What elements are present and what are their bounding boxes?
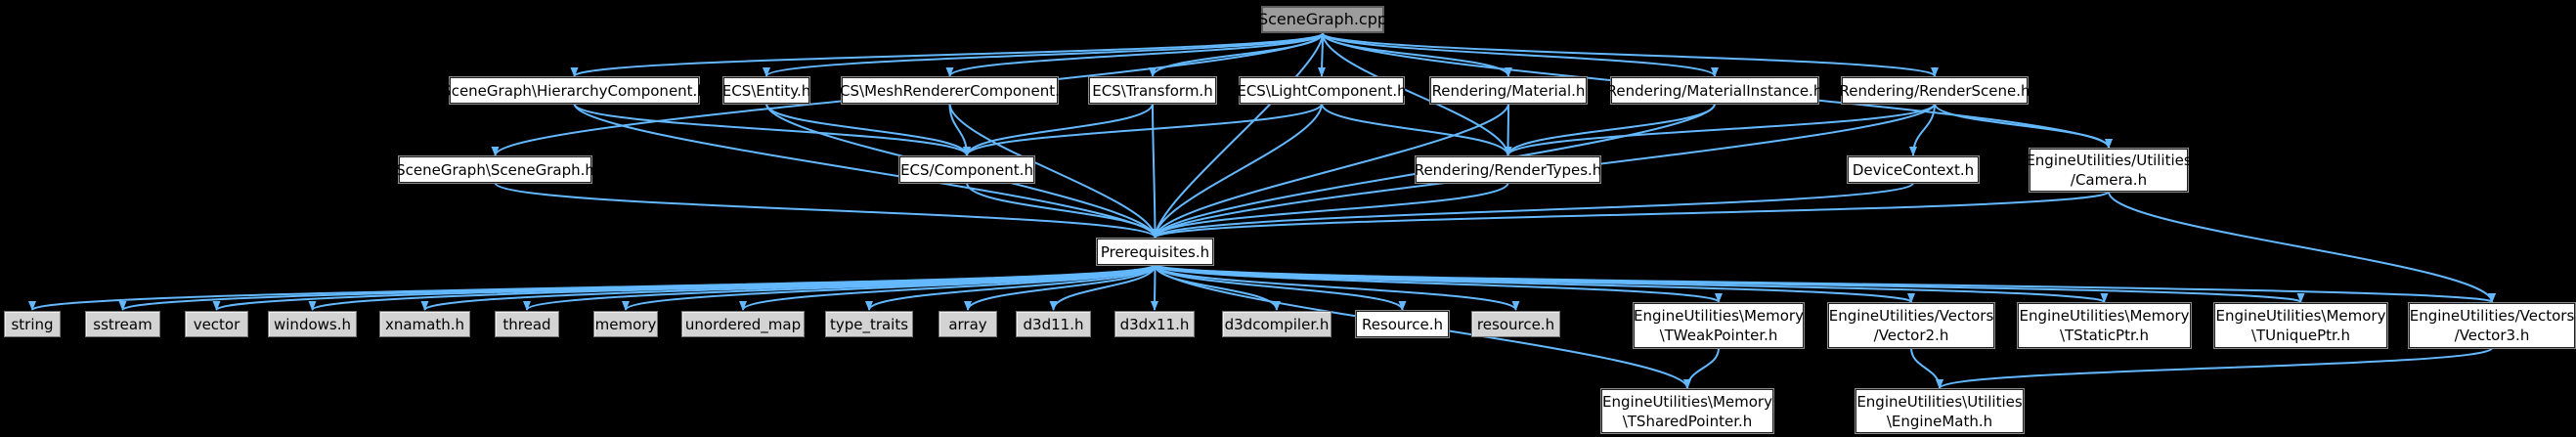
node-devicecontext[interactable]: DeviceContext.h — [1848, 156, 1979, 183]
edge-root-material — [1322, 32, 1512, 77]
node-string[interactable]: string — [4, 311, 61, 337]
edge-root-prereq — [1151, 32, 1324, 239]
node-matinst[interactable]: Rendering/MaterialInstance.h — [1607, 77, 1822, 104]
node-xnamath[interactable]: xnamath.h — [379, 311, 470, 337]
edge-renderscene-rendertypes — [1504, 103, 1936, 156]
edge-material-prereq — [1151, 103, 1509, 239]
node-prereq[interactable]: Prerequisites.h — [1097, 239, 1213, 265]
edge-vector3-enginemath — [1936, 347, 2493, 389]
edge-prereq-array — [964, 264, 1157, 311]
node-resource_h[interactable]: resource.h — [1471, 311, 1560, 337]
node-vector[interactable]: vector — [185, 311, 248, 337]
edge-prereq-tweak — [1154, 264, 1723, 303]
node-tunique[interactable]: EngineUtilities\Memory \TUniquePtr.h — [2214, 303, 2387, 348]
edge-root-hier — [570, 32, 1324, 77]
edge-root-matinst — [1322, 32, 1719, 77]
edge-hier-component — [573, 103, 971, 156]
node-windows[interactable]: windows.h — [268, 311, 357, 337]
edge-prereq-memory — [622, 264, 1157, 311]
edge-tweak-tshared — [1683, 347, 1720, 389]
node-scenegraph_h[interactable]: SceneGraph\SceneGraph.h — [396, 156, 594, 183]
edge-root-rendertypes — [1322, 32, 1512, 156]
edge-prereq-resource_h — [1154, 264, 1520, 311]
edge-prereq-Resource_h — [1154, 264, 1407, 311]
edge-root-meshr — [945, 32, 1324, 77]
edge-prereq-d3dx11 — [1151, 264, 1159, 311]
edge-prereq-windows — [308, 264, 1157, 311]
node-hier[interactable]: SceneGraph\HierarchyComponent.h — [442, 77, 707, 104]
edge-prereq-tunique — [1154, 264, 2304, 303]
node-meshr[interactable]: ECS\MeshRendererComponent.h — [831, 77, 1069, 104]
edge-prereq-unordered_map — [739, 264, 1157, 311]
edge-matinst-rendertypes — [1504, 103, 1716, 156]
node-material[interactable]: Rendering/Material.h — [1430, 77, 1587, 104]
edge-prereq-vector3 — [1154, 264, 2496, 303]
node-d3dcompiler[interactable]: d3dcompiler.h — [1222, 311, 1332, 337]
node-vector2[interactable]: EngineUtilities/Vectors /Vector2.h — [1828, 303, 1994, 348]
edge-prereq-tstatic — [1154, 264, 2109, 303]
edge-light-component — [963, 103, 1323, 156]
edge-rendertypes-prereq — [1151, 182, 1509, 239]
edge-root-renderscene — [1322, 32, 1939, 77]
node-type_traits[interactable]: type_traits — [825, 311, 913, 337]
node-d3dx11[interactable]: d3dx11.h — [1114, 311, 1195, 337]
edge-camera-prereq — [1151, 191, 2110, 239]
node-renderscene[interactable]: Rendering/RenderScene.h — [1839, 77, 2030, 104]
node-sstream[interactable]: sstream — [85, 311, 160, 337]
node-camera[interactable]: EngineUtilities/Utilities /Camera.h — [2026, 149, 2192, 192]
edge-devicecontext-prereq — [1151, 182, 1914, 239]
edge-prereq-string — [28, 264, 1157, 311]
node-transform[interactable]: ECS\Transform.h — [1089, 77, 1216, 104]
node-Resource_h[interactable]: Resource.h — [1356, 311, 1449, 337]
node-d3d11[interactable]: d3d11.h — [1016, 311, 1091, 337]
edge-transform-component — [963, 103, 1154, 156]
node-tshared[interactable]: EngineUtilities\Memory \TSharedPointer.h — [1601, 389, 1773, 433]
edge-renderscene-camera — [1934, 103, 2113, 149]
node-tstatic[interactable]: EngineUtilities\Memory \TStaticPtr.h — [2018, 303, 2191, 348]
edge-transform-prereq — [1151, 103, 1159, 239]
node-light[interactable]: ECS\LightComponent.h — [1237, 77, 1407, 104]
edge-light-prereq — [1151, 103, 1323, 239]
edge-renderscene-devicecontext — [1909, 103, 1936, 156]
edge-root-entity — [763, 32, 1324, 77]
edge-material-rendertypes — [1504, 103, 1512, 156]
node-tweak[interactable]: EngineUtilities\Memory \TWeakPointer.h — [1634, 303, 1804, 348]
node-root[interactable]: SceneGraph.cpp — [1258, 6, 1387, 33]
node-component[interactable]: ECS/Component.h — [899, 156, 1034, 183]
edge-meshr-prereq — [948, 103, 1159, 239]
node-rendertypes[interactable]: Rendering/RenderTypes.h — [1415, 156, 1601, 183]
edge-camera-vector3 — [2108, 191, 2496, 303]
node-thread[interactable]: thread — [495, 311, 559, 337]
edge-scenegraph_h-prereq — [494, 182, 1159, 239]
node-entity[interactable]: ECS\Entity.h — [722, 77, 810, 104]
node-vector3[interactable]: EngineUtilities/Vectors /Vector3.h — [2409, 303, 2575, 348]
edge-prereq-d3d11 — [1049, 264, 1157, 311]
node-unordered_map[interactable]: unordered_map — [681, 311, 805, 337]
edge-prereq-xnamath — [420, 264, 1157, 311]
node-enginemath[interactable]: EngineUtilities\Utilities \EngineMath.h — [1856, 389, 2024, 433]
edge-component-prereq — [966, 182, 1159, 239]
edge-entity-component — [765, 103, 971, 156]
edge-vector2-enginemath — [1910, 347, 1943, 389]
edge-hier-prereq — [573, 103, 1159, 239]
node-memory[interactable]: memory — [593, 311, 658, 337]
edge-prereq-type_traits — [865, 264, 1157, 311]
node-array[interactable]: array — [939, 311, 997, 337]
edge-light-rendertypes — [1321, 103, 1512, 156]
